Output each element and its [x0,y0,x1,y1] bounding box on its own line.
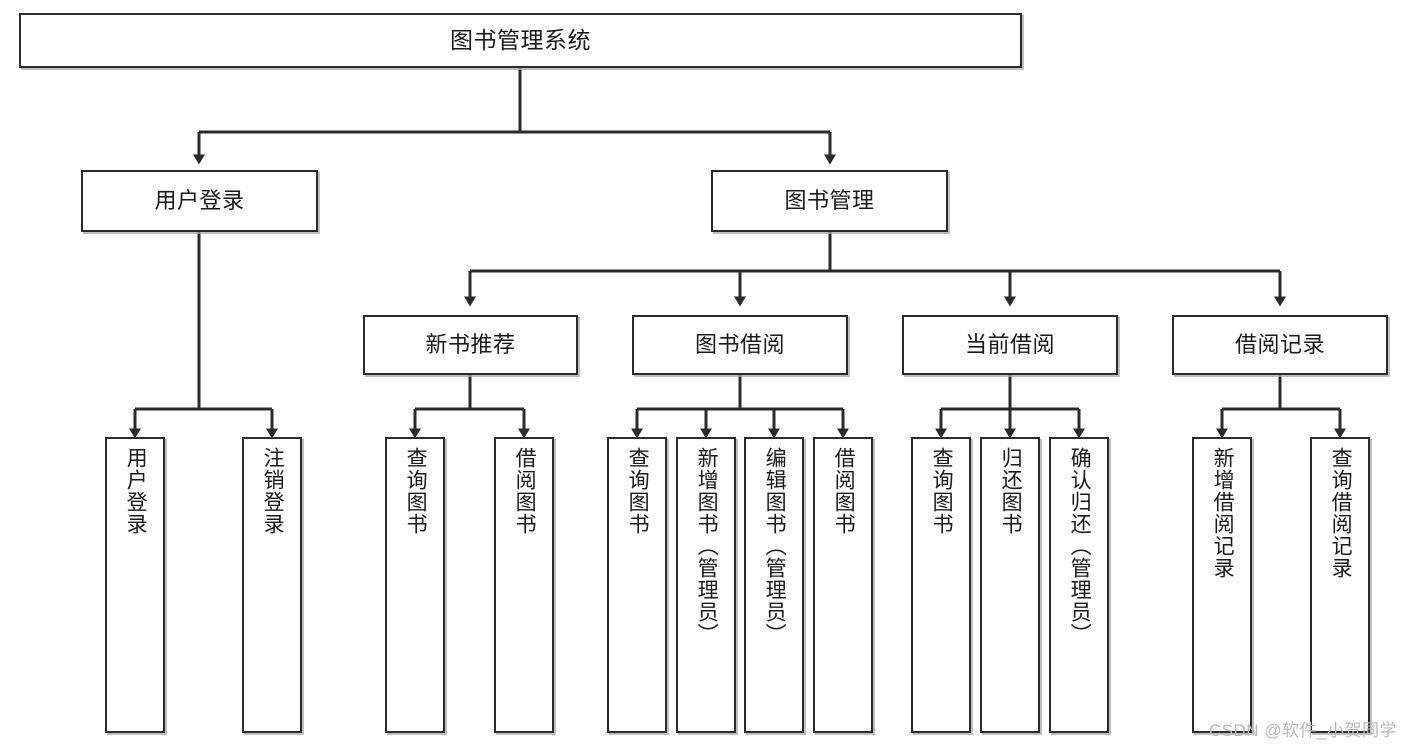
leaf-borrow-book-borrow[interactable]: 借阅图书 [813,437,873,733]
node-label: 确认归还（管理员） [1068,447,1092,645]
leaf-logout-login[interactable]: 注销登录 [242,437,302,733]
leaf-query-book-recommend[interactable]: 查询图书 [385,437,445,733]
leaf-add-book-admin[interactable]: 新增图书（管理员） [676,437,736,733]
node-label: 借阅记录 [1234,331,1325,357]
leaf-return-book[interactable]: 归还图书 [980,437,1040,733]
node-label: 查询图书 [626,447,650,535]
node-new-book-recommend[interactable]: 新书推荐 [363,315,578,375]
node-user-login[interactable]: 用户登录 [81,170,318,232]
node-book-borrow[interactable]: 图书借阅 [632,315,848,375]
node-label: 新增借阅记录 [1211,447,1235,579]
leaf-borrow-book-recommend[interactable]: 借阅图书 [494,437,554,733]
node-label: 编辑图书（管理员） [763,447,787,645]
leaf-query-book-borrow[interactable]: 查询图书 [607,437,667,733]
node-label: 新书推荐 [425,331,516,357]
node-label: 用户登录 [124,447,148,535]
node-label: 查询图书 [930,447,954,535]
node-label: 当前借阅 [964,331,1055,357]
leaf-user-login[interactable]: 用户登录 [105,437,165,733]
leaf-query-borrow-record[interactable]: 查询借阅记录 [1310,437,1370,733]
node-root-system[interactable]: 图书管理系统 [19,13,1022,68]
node-label: 新增图书（管理员） [695,447,719,645]
node-label: 图书管理 [784,187,875,213]
node-label: 借阅图书 [832,447,856,535]
leaf-query-book-current[interactable]: 查询图书 [911,437,971,733]
node-book-manage[interactable]: 图书管理 [711,170,948,232]
node-label: 查询图书 [404,447,428,535]
node-current-borrow[interactable]: 当前借阅 [902,315,1118,375]
csdn-watermark: CSDN @软件_小贺同学 [1208,721,1397,740]
node-label: 用户登录 [154,187,245,213]
node-label: 归还图书 [999,447,1023,535]
node-label: 注销登录 [261,447,285,535]
node-label: 图书借阅 [694,331,785,357]
node-label: 图书管理系统 [450,26,591,53]
node-borrow-record[interactable]: 借阅记录 [1172,315,1388,375]
node-label: 借阅图书 [513,447,537,535]
leaf-add-borrow-record[interactable]: 新增借阅记录 [1192,437,1252,733]
leaf-confirm-return-admin[interactable]: 确认归还（管理员） [1049,437,1109,733]
node-label: 查询借阅记录 [1329,447,1353,579]
leaf-edit-book-admin[interactable]: 编辑图书（管理员） [744,437,804,733]
